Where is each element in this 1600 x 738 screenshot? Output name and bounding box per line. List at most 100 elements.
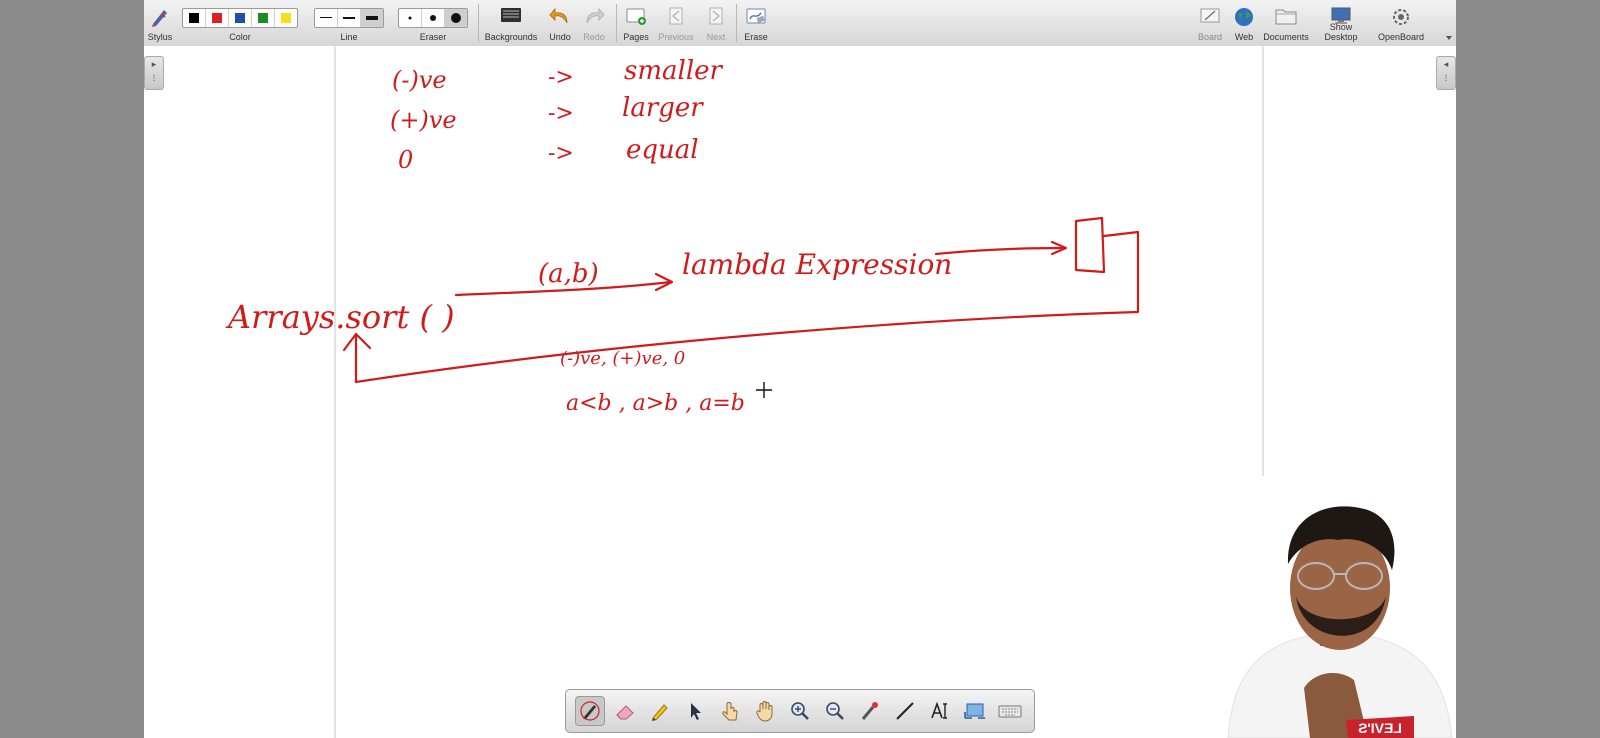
eraser-large-button[interactable] — [445, 9, 467, 27]
pages-button[interactable]: Pages — [620, 4, 652, 44]
chevron-down-icon[interactable] — [1446, 36, 1452, 40]
color-label: Color — [229, 32, 251, 42]
color-palette — [182, 8, 298, 28]
ink-return-values: (-)ve, (+)ve, 0 — [560, 348, 685, 369]
erase-label: Erase — [744, 32, 768, 42]
keyboard-tool-button[interactable] — [995, 696, 1025, 726]
ink-conditions: a<b , a>b , a=b — [566, 391, 745, 416]
interact-icon — [722, 702, 738, 721]
previous-label: Previous — [658, 32, 694, 42]
desktop-icon — [1331, 7, 1351, 24]
board-button[interactable]: Board — [1194, 4, 1226, 44]
capture-icon — [964, 703, 986, 719]
ink-positive-label: (+)ve — [390, 106, 457, 134]
ink-params: (a,b) — [538, 259, 599, 289]
ink-arrow-3: -> — [548, 141, 574, 166]
keyboard-icon — [998, 705, 1022, 718]
whiteboard-canvas[interactable]: ▸⁞ ◂⁞ (-)ve -> smaller (+)ve -> larger 0… — [144, 46, 1456, 738]
ink-arrow-2: -> — [548, 101, 574, 126]
web-button[interactable]: Web — [1228, 4, 1260, 44]
pen-tool-button[interactable] — [574, 696, 605, 726]
line-tool-button[interactable] — [890, 696, 920, 726]
ink-strokes — [342, 216, 1140, 384]
undo-button[interactable]: Undo — [544, 4, 576, 44]
hand-icon — [756, 701, 773, 722]
line-medium-button[interactable] — [338, 9, 361, 27]
ink-negative-label: (-)ve — [392, 66, 447, 94]
ink-smaller-label: smaller — [624, 56, 724, 86]
toolbar-separator — [478, 4, 479, 42]
text-icon — [931, 701, 948, 719]
documents-label: Documents — [1263, 32, 1309, 42]
stylus-icon — [152, 10, 167, 27]
eraser-size-selector — [398, 8, 468, 28]
zoom-in-tool-button[interactable] — [785, 696, 815, 726]
redo-button[interactable]: Redo — [578, 4, 610, 44]
top-toolbar: Stylus Color Line — [144, 0, 1456, 47]
laser-pointer-icon — [861, 702, 879, 720]
erase-button[interactable]: Erase — [740, 4, 772, 44]
text-tool-button[interactable] — [925, 696, 955, 726]
eraser-small-button[interactable] — [399, 9, 422, 27]
line-thin-button[interactable] — [315, 9, 338, 27]
backgrounds-label: Backgrounds — [484, 32, 538, 42]
next-label: Next — [706, 32, 726, 42]
color-group: Color — [182, 4, 298, 44]
marker-icon — [651, 704, 668, 721]
web-label: Web — [1234, 32, 1254, 42]
right-palette-toggle[interactable]: ◂⁞ — [1436, 56, 1456, 90]
erase-board-icon — [746, 8, 766, 24]
color-swatch-black[interactable] — [183, 9, 206, 27]
zoom-out-tool-button[interactable] — [820, 696, 850, 726]
backgrounds-button[interactable]: Backgrounds — [482, 4, 540, 44]
stylus-button[interactable]: Stylus — [144, 4, 176, 44]
glasses-icon — [1297, 562, 1383, 590]
left-palette-toggle[interactable]: ▸⁞ — [144, 56, 164, 90]
backgrounds-icon — [501, 8, 521, 22]
ink-layer: (-)ve -> smaller (+)ve -> larger 0 -> eq… — [225, 56, 1140, 416]
pages-label: Pages — [623, 32, 649, 42]
laser-pointer-tool-button[interactable] — [855, 696, 885, 726]
next-page-icon — [709, 7, 723, 25]
ink-arrow-1: -> — [548, 65, 574, 90]
capture-tool-button[interactable] — [960, 696, 990, 726]
ink-equal-label: equal — [626, 135, 699, 165]
line-width-selector — [314, 8, 384, 28]
add-page-icon — [626, 8, 646, 25]
line-thick-button[interactable] — [361, 9, 383, 27]
eraser-medium-button[interactable] — [422, 9, 445, 27]
interact-tool-button[interactable] — [715, 696, 745, 726]
globe-icon — [1235, 8, 1253, 26]
stylus-label: Stylus — [147, 32, 173, 42]
next-page-button[interactable]: Next — [700, 4, 732, 44]
zoom-in-icon — [791, 702, 809, 720]
openboard-menu-button[interactable]: OpenBoard — [1372, 4, 1430, 44]
show-desktop-button[interactable]: Show Desktop — [1312, 4, 1370, 44]
ink-lambda-expression: lambda Expression — [682, 248, 952, 281]
selector-tool-button[interactable] — [680, 696, 710, 726]
toolbar-separator — [616, 4, 617, 42]
page-right-boundary — [1262, 46, 1264, 738]
eraser-tool-button[interactable] — [610, 696, 640, 726]
previous-page-icon — [669, 7, 683, 25]
zoom-out-icon — [826, 702, 844, 720]
previous-page-button[interactable]: Previous — [656, 4, 696, 44]
selector-icon — [690, 703, 701, 720]
crosshair-cursor-icon — [756, 382, 772, 398]
openboard-label: OpenBoard — [1377, 32, 1425, 42]
ink-larger-label: larger — [622, 93, 704, 123]
color-swatch-yellow[interactable] — [275, 9, 297, 27]
shirt-logo-text: LEVI'S — [1358, 720, 1402, 736]
webcam-presenter-video: LEVI'S — [1218, 476, 1456, 738]
redo-icon — [586, 7, 605, 24]
hand-tool-button[interactable] — [750, 696, 780, 726]
documents-button[interactable]: Documents — [1262, 4, 1310, 44]
color-swatch-green[interactable] — [252, 9, 275, 27]
color-swatch-blue[interactable] — [229, 9, 252, 27]
pen-icon — [579, 701, 600, 721]
line-icon — [896, 702, 914, 720]
marker-tool-button[interactable] — [645, 696, 675, 726]
color-swatch-red[interactable] — [206, 9, 229, 27]
ink-arrays-sort: Arrays.sort ( ) — [225, 298, 455, 336]
eraser-group: Eraser — [398, 4, 468, 44]
